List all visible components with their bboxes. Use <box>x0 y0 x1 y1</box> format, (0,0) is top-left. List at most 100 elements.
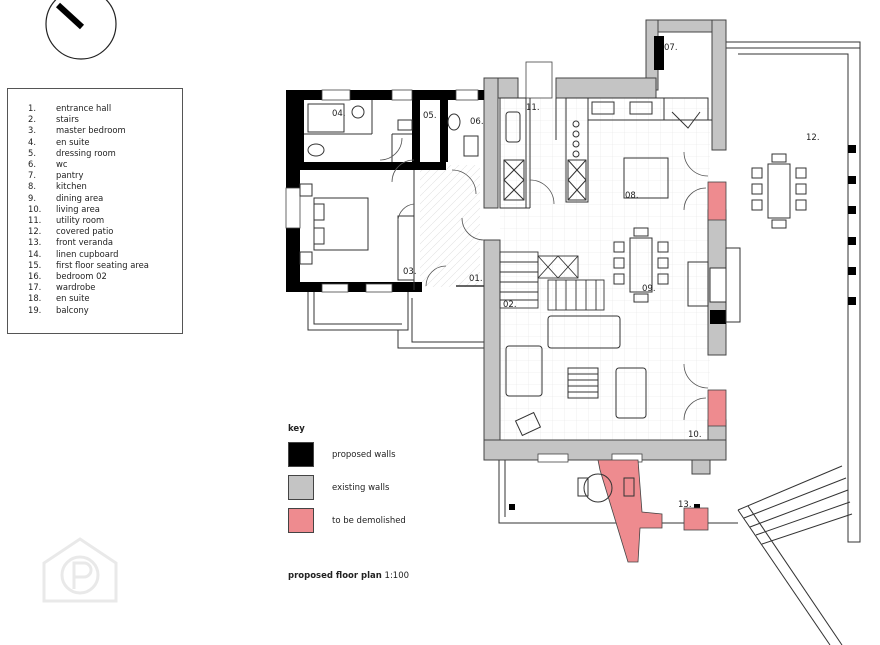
legend-item: 5. dressing room <box>28 148 182 159</box>
scale-note: proposed floor plan 1:100 <box>288 571 409 581</box>
legend-item: 14. linen cupboard <box>28 249 182 260</box>
legend-item: 13. front veranda <box>28 237 182 248</box>
legend-item-label: dressing room <box>56 147 116 158</box>
key-title: key <box>288 424 305 434</box>
legend-item-number: 19. <box>28 304 42 315</box>
legend-item-label: pantry <box>56 170 84 181</box>
room-label-04: 04. <box>332 109 346 119</box>
legend-item-number: 3. <box>28 125 36 136</box>
legend-item-number: 8. <box>28 181 36 192</box>
legend-item: 4. en suite <box>28 137 182 148</box>
legend-item: 19. balcony <box>28 305 182 316</box>
legend-item-label: linen cupboard <box>56 248 119 259</box>
legend-item: 16. bedroom 02 <box>28 271 182 282</box>
legend-item: 8. kitchen <box>28 181 182 192</box>
dining-table <box>613 227 669 303</box>
key-swatch <box>288 442 314 467</box>
key-label: existing walls <box>332 482 390 493</box>
legend-item: 17. wardrobe <box>28 282 182 293</box>
legend-item-number: 1. <box>28 103 36 113</box>
legend-item-number: 11. <box>28 215 42 226</box>
legend-item-number: 15. <box>28 259 42 270</box>
room-label-05: 05. <box>423 111 437 121</box>
legend-item-number: 10. <box>28 203 42 214</box>
legend-item-label: stairs <box>56 114 79 125</box>
room-label-08: 08. <box>625 191 639 201</box>
covered-patio-outline <box>726 41 861 543</box>
key-label: to be demolished <box>332 515 406 526</box>
hall-floor <box>420 165 480 287</box>
legend-item: 2. stairs <box>28 114 182 125</box>
legend-item: 7. pantry <box>28 170 182 181</box>
room-label-06: 06. <box>470 117 484 127</box>
room-label-12: 12. <box>806 133 820 143</box>
kitchen-fixtures <box>503 101 701 201</box>
scale-title: proposed floor plan <box>288 571 382 581</box>
legend-item-number: 18. <box>28 293 42 304</box>
material-key: key proposed walls existing walls to be de… <box>288 424 406 541</box>
legend-item-label: kitchen <box>56 181 87 192</box>
legend-item-number: 2. <box>28 114 36 125</box>
legend-item-number: 6. <box>28 159 36 170</box>
key-swatch <box>288 475 314 500</box>
legend-item-label: utility room <box>56 215 105 226</box>
patio-posts <box>848 145 856 305</box>
room-label-09: 09. <box>642 284 656 294</box>
legend-item: 9. dining area <box>28 193 182 204</box>
key-row: proposed walls <box>288 442 406 467</box>
patio-steps <box>737 465 853 645</box>
room-label-03: 03. <box>403 267 417 277</box>
legend-item: 12. covered patio <box>28 226 182 237</box>
legend-item-number: 4. <box>28 136 36 147</box>
legend-item-label: wardrobe <box>56 282 96 293</box>
legend-item-label: en suite <box>56 136 90 147</box>
legend-item-label: en suite <box>56 293 90 304</box>
key-row: existing walls <box>288 475 406 500</box>
legend-item: 10. living area <box>28 204 182 215</box>
legend-item-label: dining area <box>56 192 104 203</box>
legend-item-number: 12. <box>28 226 42 237</box>
legend-item-label: front veranda <box>56 237 114 248</box>
key-swatch <box>288 508 314 533</box>
room-label-02: 02. <box>503 300 517 310</box>
patio-table <box>751 153 807 229</box>
scale-value: 1:100 <box>384 571 410 581</box>
north-arrow-icon <box>45 0 117 60</box>
legend-item: 6. wc <box>28 159 182 170</box>
legend-item: 3. master bedroom <box>28 125 182 136</box>
legend-item-label: bedroom 02 <box>56 271 107 282</box>
room-label-11: 11. <box>526 103 540 113</box>
legend-item-number: 13. <box>28 237 42 248</box>
watermark-logo-icon <box>42 537 118 603</box>
legend-item-label: wc <box>56 159 68 170</box>
legend-item-number: 16. <box>28 271 42 282</box>
room-label-10: 10. <box>688 430 702 440</box>
legend-item: 18. en suite <box>28 293 182 304</box>
legend-item: 1. entrance hall <box>28 103 182 114</box>
legend-item-label: master bedroom <box>56 125 126 136</box>
fireplace <box>687 247 741 323</box>
bedroom-furniture <box>299 103 479 265</box>
demolish-walls <box>597 181 727 563</box>
kitchen-floor <box>500 98 710 440</box>
legend-item-number: 5. <box>28 147 36 158</box>
legend-item-number: 7. <box>28 170 36 181</box>
living-furniture <box>505 315 647 437</box>
legend-item-label: balcony <box>56 304 89 315</box>
key-label: proposed walls <box>332 449 396 460</box>
key-row: to be demolished <box>288 508 406 533</box>
legend-item-number: 17. <box>28 282 42 293</box>
legend-item-label: entrance hall <box>56 103 112 113</box>
legend-item-label: first floor seating area <box>56 259 149 270</box>
legend-item-number: 14. <box>28 248 42 259</box>
legend-item: 11. utility room <box>28 215 182 226</box>
stairs <box>499 251 605 311</box>
legend-item-label: living area <box>56 203 100 214</box>
room-label-13: 13. <box>678 500 692 510</box>
legend-item-number: 9. <box>28 192 36 203</box>
legend-item-label: covered patio <box>56 226 114 237</box>
room-label-07: 07. <box>664 43 678 53</box>
